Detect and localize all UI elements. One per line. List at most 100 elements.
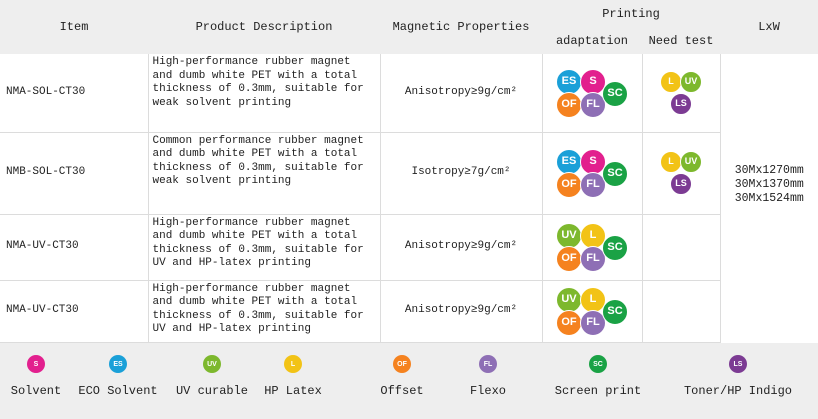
legend-label: Flexo [469,384,506,398]
item-code: NMB-SOL-CT30 [0,132,149,215]
legend-label: UV curable [175,384,248,398]
uv-curable-icon: UV [680,151,702,173]
magnetic-properties: Anisotropy≥9g/cm² [380,214,543,281]
header-magnetic: Magnetic Properties [380,0,542,54]
legend-item: L HP Latex [258,355,328,398]
item-code: NMA-UV-CT30 [0,280,149,343]
description-line: UV and HP-latex printing [152,323,311,335]
header-need-test: Need test [642,28,721,54]
hp-latex-icon: L [284,355,302,373]
solvent-icon: S [580,68,606,95]
magnetic-properties: Anisotropy≥9g/cm² [380,280,543,343]
screen-print-icon: SC [602,161,628,187]
legend-item: UV UV curable [172,355,252,398]
uv-curable-icon: UV [680,70,702,93]
screen-print-icon: SC [602,80,628,107]
product-description: Common performance rubber magnet and dum… [148,132,381,215]
description-line: and dumb white PET with a total [152,69,358,82]
screen-print-icon: SC [589,355,607,373]
toner-hp-indigo-icon: LS [729,355,747,373]
legend-item: OF Offset [372,355,432,398]
description-line: thickness of 0.3mm, suitable for [152,243,364,256]
solvent-icon: S [27,355,45,373]
legend-label: ECO Solvent [78,384,158,398]
description-line: thickness of 0.3mm, suitable for [152,161,364,174]
screen-print-icon: SC [602,299,628,325]
item-code: NMA-UV-CT30 [0,214,149,281]
item-code: NMA-SOL-CT30 [0,54,149,133]
need-test-cell [642,214,721,281]
header-adaptation: adaptation [542,28,642,54]
magnetic-properties: Anisotropy≥9g/cm² [380,54,543,133]
legend-item: FL Flexo [458,355,518,398]
legend-label: Screen print [554,384,642,398]
need-test-icons [660,289,702,333]
table-row: NMA-UV-CT30 High-performance rubber magn… [0,214,818,281]
eco-solvent-icon: ES [556,68,582,95]
legend-item: ES ECO Solvent [78,355,158,398]
table-row: NMA-SOL-CT30 High-performance rubber mag… [0,54,818,205]
flexo-icon: FL [580,91,606,118]
description-line: weak solvent printing [152,96,292,109]
printing-legend: S Solvent ES ECO Solvent UV UV curable L HP Lat… [0,343,818,419]
flexo-icon: FL [479,355,497,373]
legend-label: Offset [380,384,424,398]
offset-icon: OF [556,91,582,118]
header-description: Product Description [148,0,380,54]
legend-item: LS Toner/HP Indigo [668,355,808,398]
size-cell: 30Mx1270mm 30Mx1370mm 30Mx1524mm [720,54,818,342]
legend-label: Toner/HP Indigo [683,384,793,398]
description-line: and dumb white PET with a total [152,296,358,308]
legend-label: Solvent [10,384,62,398]
eco-solvent-icon: ES [556,149,582,175]
header-printing: Printing [542,0,721,28]
offset-icon: OF [393,355,411,373]
offset-icon: OF [556,172,582,198]
product-description: High-performance rubber magnet and dumb … [148,54,381,133]
hp-latex-icon: L [660,151,682,173]
magnetic-properties: Isotropy≥7g/cm² [380,132,543,215]
description-line: UV and HP-latex printing [152,257,311,269]
table-row: NMA-UV-CT30 High-performance rubber magn… [0,280,818,343]
hp-latex-icon: L [660,70,682,93]
description-line: Common performance rubber magnet [152,134,364,147]
flexo-icon: FL [580,310,606,336]
product-table: Item Product Description Magnetic Proper… [0,0,818,343]
flexo-icon: FL [580,172,606,198]
description-line: High-performance rubber magnet [152,56,351,68]
product-description: High-performance rubber magnet and dumb … [148,280,381,343]
description-line: and dumb white PET with a total [152,230,358,242]
offset-icon: OF [556,246,582,272]
product-description: High-performance rubber magnet and dumb … [148,214,381,281]
header-item: Item [0,0,148,54]
size-value: 30Mx1524mm [734,192,804,205]
offset-icon: OF [556,310,582,336]
eco-solvent-icon: ES [109,355,127,373]
description-line: High-performance rubber magnet [152,216,351,229]
size-value: 30Mx1270mm [734,164,804,177]
header-lxw: LxW [720,0,818,54]
legend-item: S Solvent [6,355,66,398]
description-line: and dumb white PET with a total [152,148,358,160]
description-line: thickness of 0.3mm, suitable for [152,83,364,95]
toner-hp-indigo-icon: LS [670,92,692,115]
legend-label: HP Latex [264,384,322,398]
table-row: NMB-SOL-CT30 Common performance rubber m… [0,132,818,215]
legend-item: SC Screen print [548,355,648,398]
uv-curable-icon: UV [556,223,582,249]
uv-curable-icon: UV [203,355,221,373]
description-line: High-performance rubber magnet [152,282,351,295]
need-test-icons [660,225,702,269]
flexo-icon: FL [580,246,606,272]
